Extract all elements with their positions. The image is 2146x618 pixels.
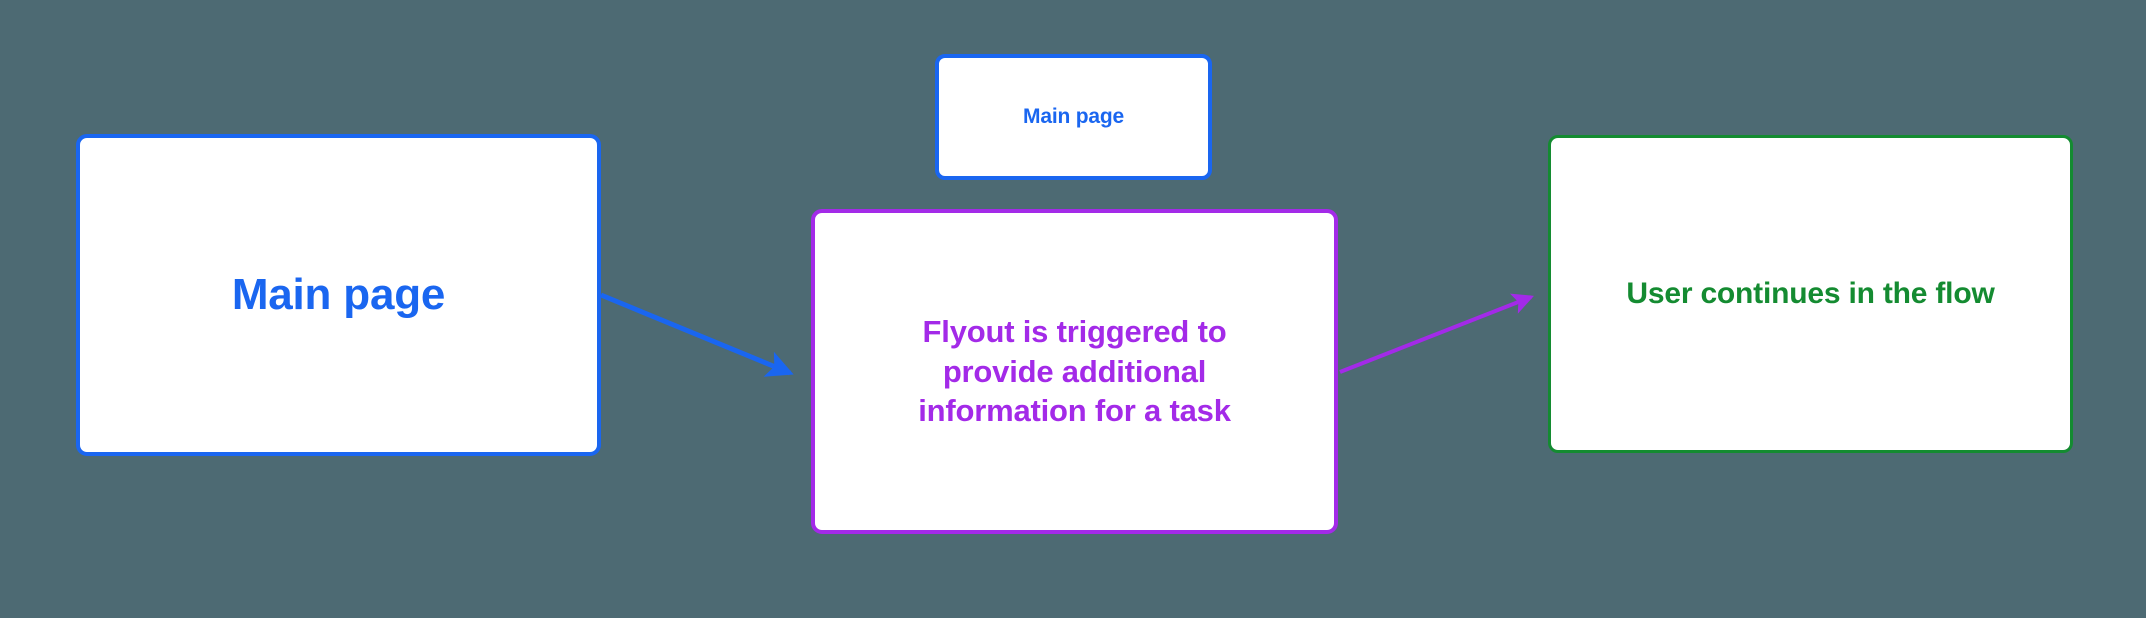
card-outcome-label: User continues in the flow xyxy=(1626,276,1995,310)
card-flyout[interactable]: Flyout is triggered to provide additiona… xyxy=(811,209,1338,534)
card-main-page-small[interactable]: Main page xyxy=(935,54,1212,180)
card-main-page-large[interactable]: Main page xyxy=(76,134,601,456)
card-main-page-large-label: Main page xyxy=(231,270,446,320)
card-outcome[interactable]: User continues in the flow xyxy=(1548,135,2073,453)
connector-main-page-to-flyout xyxy=(600,292,794,377)
connector-flyout-to-outcome xyxy=(1339,293,1534,374)
card-main-page-small-label: Main page xyxy=(1023,105,1124,129)
card-flyout-label: Flyout is triggered to provide additiona… xyxy=(918,313,1231,429)
